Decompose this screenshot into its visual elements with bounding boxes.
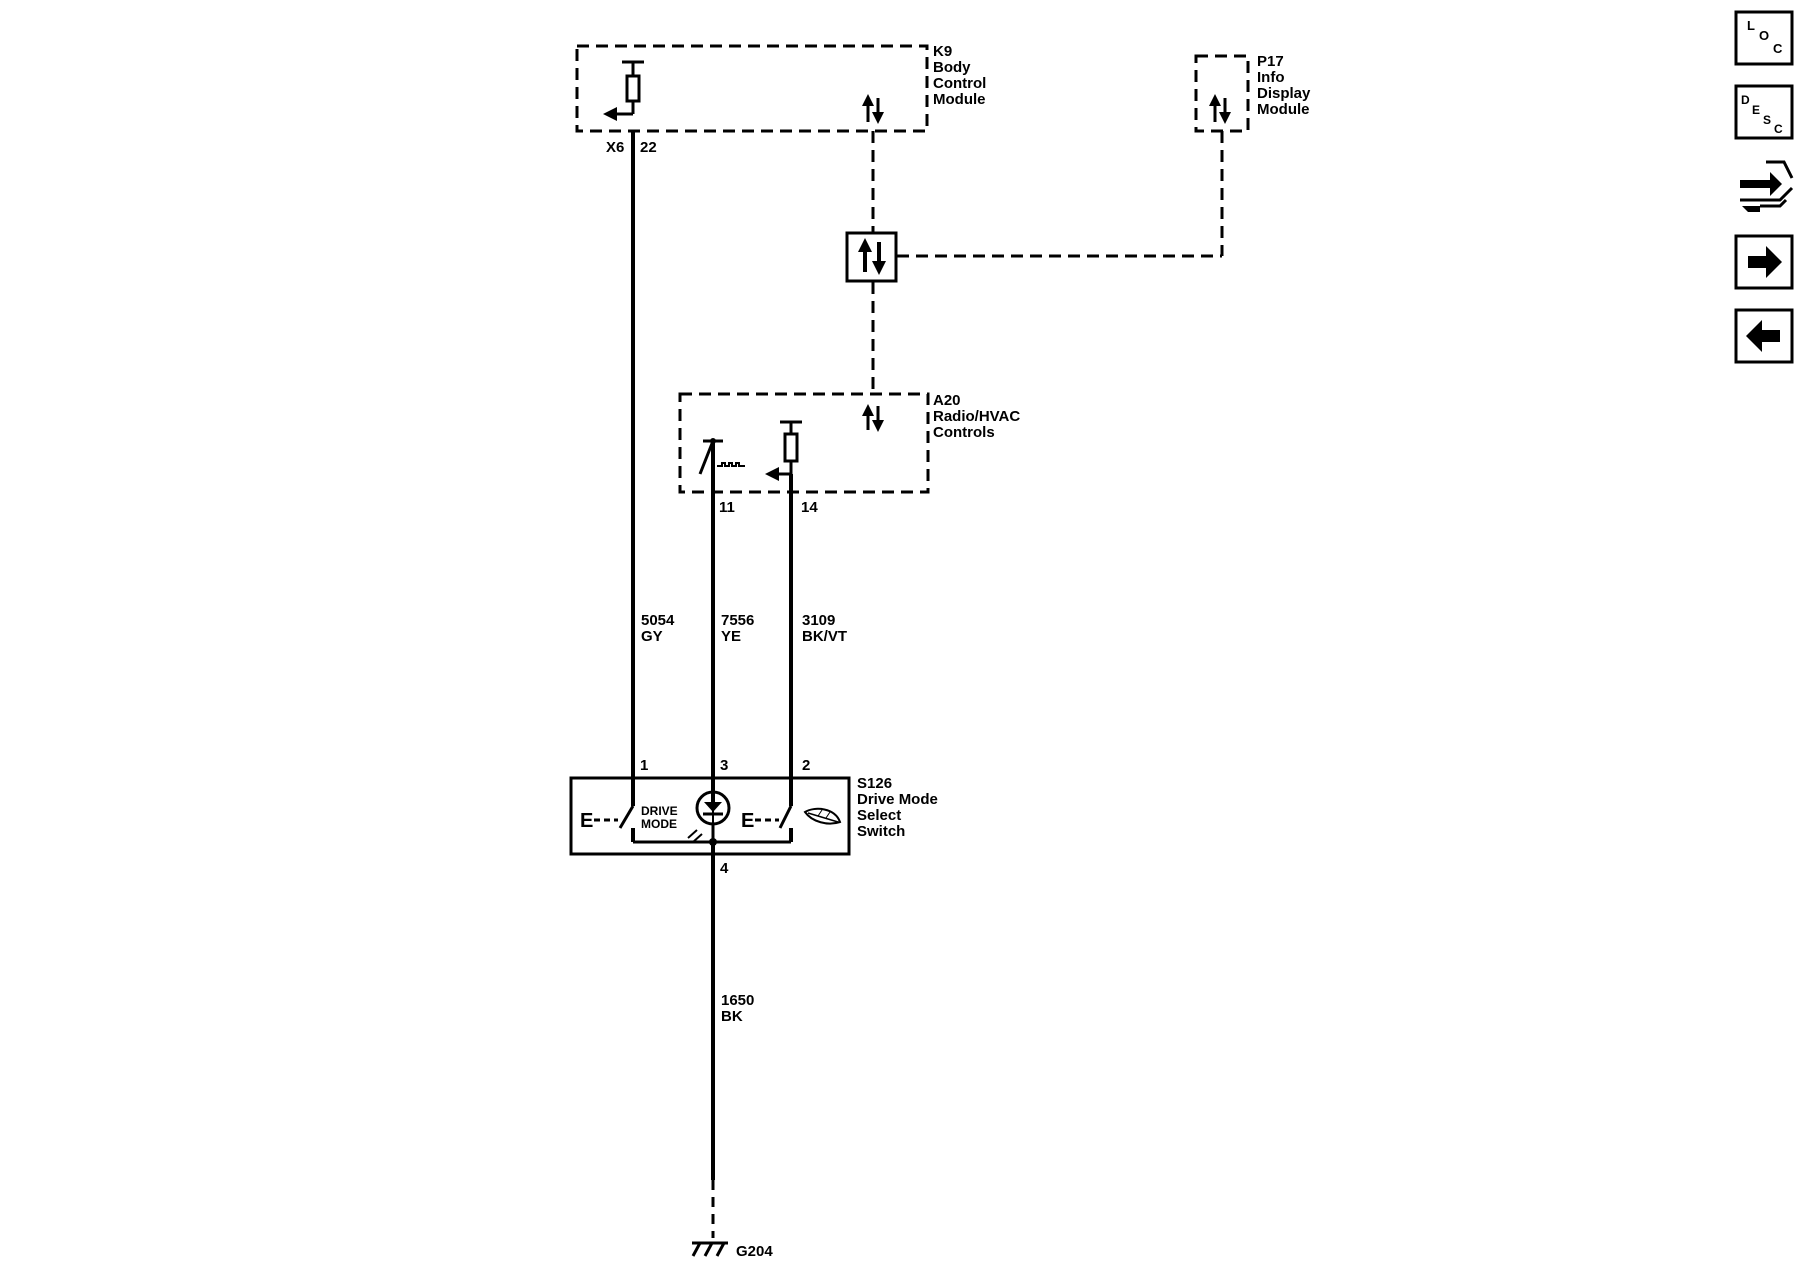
wire-7556-color: YE — [721, 628, 741, 645]
svg-text:E: E — [741, 810, 754, 832]
serial-data-bus — [845, 131, 1224, 394]
s126-drive-mode-select-switch: 1 3 2 E DRIVE MODE E — [569, 757, 938, 877]
k9-line3: Module — [933, 91, 986, 108]
p17-line1: Info — [1257, 69, 1285, 86]
a20-pullup-resistor-icon — [765, 420, 802, 481]
s126-pin-1: 1 — [640, 757, 648, 774]
drive-mode-switch-icon: E DRIVE MODE — [580, 804, 678, 842]
ground-icon — [691, 1241, 728, 1257]
s126-label-mode: MODE — [641, 817, 677, 831]
k9-id: K9 — [933, 43, 952, 60]
a20-id: A20 — [933, 392, 961, 409]
wire-5054-color: GY — [641, 628, 663, 645]
eco-mode-switch-icon: E — [741, 805, 793, 842]
wire-1650-color: BK — [721, 1008, 743, 1025]
k9-pin-label: 22 — [640, 139, 657, 156]
a20-line1: Radio/HVAC — [933, 408, 1020, 425]
s126-line3: Switch — [857, 823, 905, 840]
p17-line3: Module — [1257, 101, 1310, 118]
svg-text:E: E — [580, 810, 593, 832]
s126-line1: Drive Mode — [857, 791, 938, 808]
k9-connector-label: X6 — [606, 139, 624, 156]
a20-switch-driver-icon — [698, 438, 745, 475]
s126-pin-3: 3 — [720, 757, 728, 774]
k9-line1: Body — [933, 59, 971, 76]
a20-serial-data-icon — [862, 404, 884, 432]
desc-button[interactable]: D E S C — [1734, 84, 1794, 140]
s126-label-drive: DRIVE — [641, 804, 678, 818]
p17-info-display-module: P17 Info Display Module — [1194, 53, 1311, 133]
wire-5054: 5054 GY — [631, 131, 675, 806]
wire-1650-circuit: 1650 — [721, 992, 754, 1009]
a20-pin-14: 14 — [801, 499, 818, 516]
indicator-led-icon — [687, 790, 731, 843]
k9-serial-data-icon — [862, 94, 884, 124]
connector-button[interactable] — [1740, 160, 1794, 212]
wire-3109-circuit: 3109 — [802, 612, 835, 629]
svg-text:L: L — [1747, 18, 1755, 33]
loc-button[interactable]: L O C — [1734, 10, 1794, 66]
leaf-icon — [803, 807, 842, 825]
k9-line2: Control — [933, 75, 986, 92]
p17-serial-data-icon — [1209, 94, 1231, 124]
a20-pin-11: 11 — [719, 499, 735, 516]
svg-text:O: O — [1759, 28, 1769, 43]
wire-7556-circuit: 7556 — [721, 612, 754, 629]
wire-7556: 7556 YE — [711, 441, 754, 806]
connector-icon — [1740, 160, 1794, 212]
s126-id: S126 — [857, 775, 892, 792]
p17-id: P17 — [1257, 53, 1284, 70]
wire-3109-color: BK/VT — [802, 628, 847, 645]
back-arrow-icon — [1746, 320, 1780, 352]
location-icon: L O C — [1747, 18, 1783, 56]
a20-line2: Controls — [933, 424, 995, 441]
svg-text:C: C — [1773, 41, 1783, 56]
wire-1650: 1650 BK — [711, 842, 754, 1238]
next-button[interactable] — [1734, 234, 1794, 290]
s126-line2: Select — [857, 807, 901, 824]
back-button[interactable] — [1734, 308, 1794, 364]
ground-id: G204 — [736, 1243, 773, 1260]
k9-body-control-module: K9 Body Control Module X6 22 — [575, 43, 986, 156]
description-icon: D E S C — [1741, 93, 1783, 136]
wire-5054-circuit: 5054 — [641, 612, 675, 629]
serial-data-junction-icon — [845, 231, 898, 283]
svg-text:D: D — [1741, 93, 1750, 107]
next-arrow-icon — [1748, 246, 1782, 278]
s126-pin-2: 2 — [802, 757, 810, 774]
ground-g204: G204 — [691, 1241, 773, 1260]
svg-text:E: E — [1752, 103, 1760, 117]
wire-3109: 3109 BK/VT — [789, 474, 847, 806]
svg-text:S: S — [1763, 113, 1771, 127]
p17-line2: Display — [1257, 85, 1311, 102]
svg-text:C: C — [1774, 122, 1783, 136]
a20-radio-hvac-controls: A20 Radio/HVAC Controls 11 14 — [678, 392, 1020, 516]
s126-pin-4: 4 — [720, 860, 729, 877]
